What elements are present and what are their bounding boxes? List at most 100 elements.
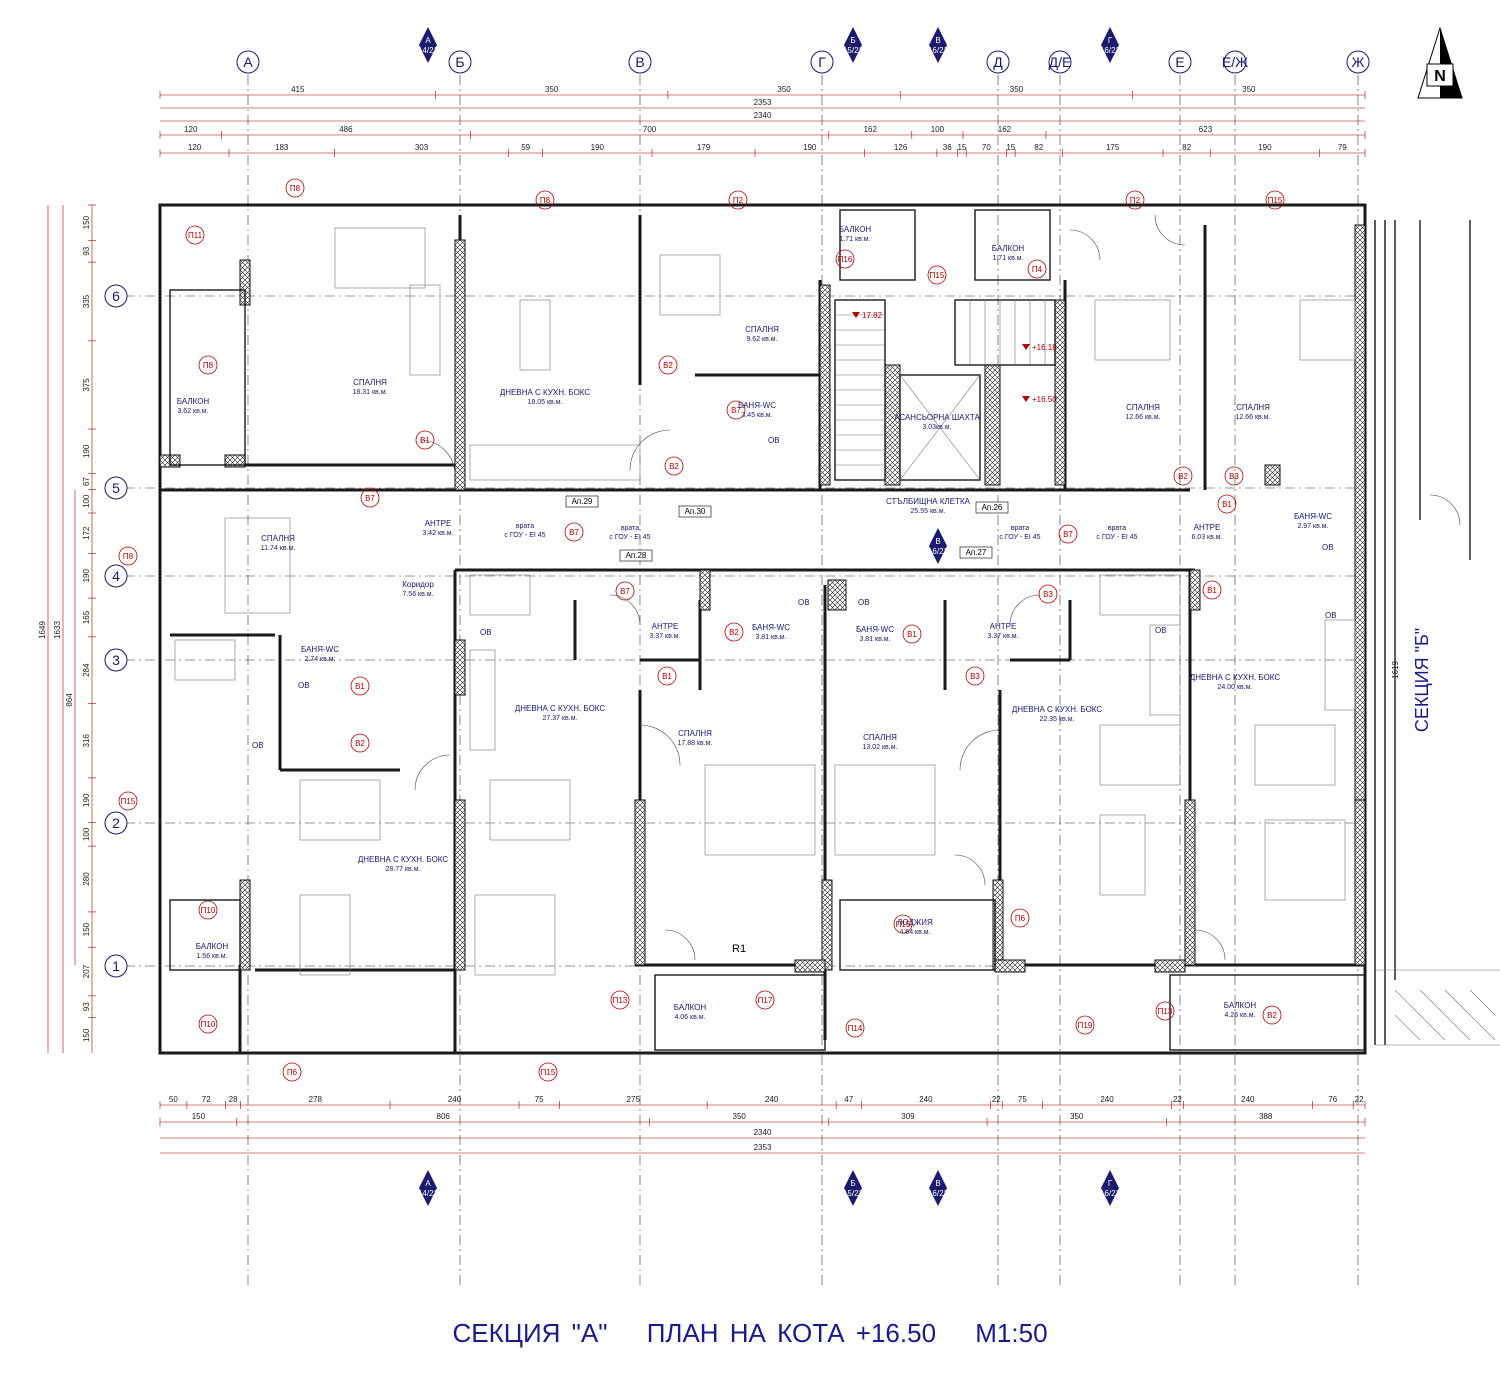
- door-note-b-0: с ГОУ - EI 45: [504, 532, 545, 539]
- dim-bottom-2-value-1: 806: [437, 1112, 451, 1121]
- axis-col-label-8: Ж: [1352, 54, 1365, 70]
- axis-col-6: Е: [1168, 50, 1192, 74]
- section-mark-sheet-1: 15/21: [843, 46, 864, 55]
- section-mark-letter-3: Г: [1108, 36, 1113, 45]
- section-mark-3: Г16/21: [1100, 27, 1121, 63]
- ov-label-5: ОВ: [858, 598, 870, 607]
- opening-label-1: П8: [290, 184, 301, 193]
- opening-ring-7: [927, 265, 947, 285]
- axis-col-circle-4: [986, 50, 1010, 74]
- section-mark-letter-2: В: [935, 36, 940, 45]
- opening-ring-32: [1058, 524, 1078, 544]
- room-area-29: 1.71 кв.м.: [839, 236, 870, 243]
- section-mark-sheet-4: 14/21: [418, 1189, 439, 1198]
- opening-ring-33: [615, 581, 635, 601]
- dim-top-2-value-4: 100: [931, 125, 945, 134]
- opening-ring-24: [658, 355, 678, 375]
- axis-col-label-0: А: [243, 54, 253, 70]
- dim-bottom-1-value-6: 275: [627, 1095, 641, 1104]
- opening-label-13: П10: [201, 1020, 216, 1029]
- opening-ring-2: [535, 190, 555, 210]
- ov-label-7: ОВ: [298, 681, 310, 690]
- room-name-17: БАНЯ-WC: [856, 625, 894, 634]
- apartment-box-3: [975, 501, 1009, 514]
- opening-ring-9: [198, 355, 218, 375]
- opening-label-2: П8: [540, 196, 551, 205]
- dim-left-value-9: 165: [82, 610, 91, 624]
- apartment-box-0: [565, 495, 599, 508]
- opening-ring-39: [724, 622, 744, 642]
- axis-row-5: 1: [104, 954, 128, 978]
- axis-col-circle-7: [1223, 50, 1247, 74]
- room-area-5: 12.66 кв.м.: [1126, 414, 1161, 421]
- dim-left-value-7: 172: [82, 526, 91, 540]
- r1-label: R1: [732, 943, 746, 955]
- dim-bottom-1-value-4: 240: [448, 1095, 462, 1104]
- opening-ring-27: [664, 456, 684, 476]
- dim-bottom-1-value-1: 72: [202, 1095, 211, 1104]
- dim-top-3-value-8: 36: [943, 143, 952, 152]
- dim-top-3-value-11: 15: [1006, 143, 1015, 152]
- dim-bottom-1-value-14: 240: [1241, 1095, 1255, 1104]
- section-mark-sheet-7: 16/21: [1100, 1189, 1121, 1198]
- axis-row-label-5: 1: [112, 958, 120, 974]
- opening-ring-15: [538, 1062, 558, 1082]
- opening-label-42: В1: [907, 630, 917, 639]
- apartment-label-1: Ап.30: [685, 507, 706, 516]
- ov-label-4: ОВ: [768, 436, 780, 445]
- room-area-7: 3.62 кв.м.: [177, 408, 208, 415]
- axis-row-circle-5: [104, 954, 128, 978]
- room-area-25: 4.64 кв.м.: [899, 929, 930, 936]
- room-area-11: 25.55 кв.м.: [911, 508, 946, 515]
- section-mark-middle-shape: [929, 528, 947, 564]
- axis-row-1: 5: [104, 476, 128, 500]
- opening-label-24: В2: [663, 361, 673, 370]
- room-area-15: 3.37 кв.м.: [649, 633, 680, 640]
- room-name-21: СПАЛНЯ: [678, 729, 712, 738]
- section-mark-middle-letter: В: [935, 537, 940, 546]
- axis-row-3: 3: [104, 648, 128, 672]
- opening-label-16: П13: [613, 996, 628, 1005]
- room-area-8: 11.74 кв.м.: [261, 545, 295, 552]
- door-note-a-2: врата: [1011, 525, 1029, 532]
- room-name-18: АНТРЕ: [990, 622, 1017, 631]
- level-value-2: 17.82: [862, 311, 883, 320]
- section-mark-2: В16/21: [928, 27, 949, 63]
- dim-top-1-value-3: 350: [1010, 85, 1024, 94]
- misc-labels: ОВ ОВ ОВ ОВ ОВ ОВ ОВ ОВ ОВ R1: [252, 436, 1337, 955]
- section-mark-sheet-2: 16/21: [928, 46, 949, 55]
- axis-col-0: А: [236, 50, 260, 74]
- opening-label-35: В1: [1207, 586, 1217, 595]
- axis-col-label-1: Б: [455, 54, 464, 70]
- room-name-5: СПАЛНЯ: [1126, 403, 1160, 412]
- section-b-label: СЕКЦИЯ "Б": [1412, 628, 1432, 732]
- ov-label-2: ОВ: [1155, 626, 1167, 635]
- axis-col-5: Д/Е: [1048, 50, 1072, 74]
- apartment-label-3: Ап.26: [982, 503, 1003, 512]
- axis-col-circle-2: [628, 50, 652, 74]
- section-mark-shape-3: [1101, 27, 1119, 63]
- room-area-26: 1.56 кв.м.: [196, 953, 227, 960]
- balcony-top-2: [974, 209, 1051, 281]
- room-name-10: Коридор: [402, 580, 434, 589]
- title-plan: ПЛАН НА КОТА +16.50: [646, 1318, 937, 1348]
- axis-row-label-1: 5: [112, 480, 120, 496]
- dim-left-value-5: 67: [82, 477, 91, 486]
- opening-ring-36: [1217, 494, 1237, 514]
- section-mark-5: Б15/21: [843, 1170, 864, 1206]
- opening-ring-19: [893, 914, 913, 934]
- dim-left-value-11: 316: [82, 734, 91, 748]
- dim-top-3-value-13: 175: [1106, 143, 1120, 152]
- balcony-bottom-center: [654, 974, 826, 1051]
- opening-label-14: П6: [287, 1068, 298, 1077]
- level-mark-1: [1022, 396, 1030, 402]
- door-note-a-1: врата: [621, 525, 639, 532]
- dim-bottom-total-1-value: 2340: [754, 1128, 772, 1137]
- opening-ring-34: [1038, 584, 1058, 604]
- dim-left-value-10: 284: [82, 663, 91, 677]
- balcony-left-bottom: [169, 899, 241, 971]
- room-name-15: АНТРЕ: [652, 622, 679, 631]
- opening-label-8: П4: [1032, 265, 1043, 274]
- loggia: [839, 899, 996, 971]
